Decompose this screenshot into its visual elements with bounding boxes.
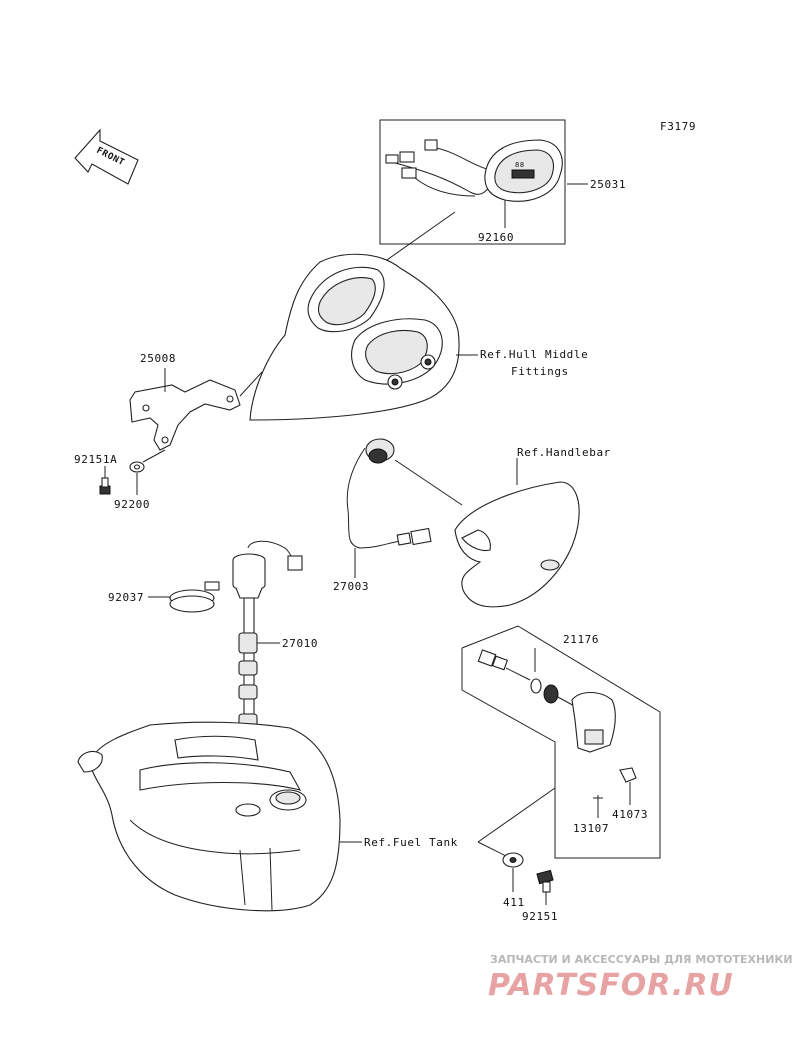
meter-assembly-drawing: 88	[379, 119, 566, 245]
label-92200: 92200	[114, 498, 150, 511]
label-25008: 25008	[140, 352, 176, 365]
fuel-tank-drawing	[77, 721, 341, 912]
washer-411-icon	[502, 852, 524, 868]
label-27003: 27003	[333, 580, 369, 593]
label-27010: 27010	[282, 637, 318, 650]
label-92037: 92037	[108, 591, 144, 604]
bolt-92151a-icon	[99, 477, 111, 495]
figure-code: F3179	[660, 120, 696, 133]
label-25031: 25031	[590, 178, 626, 191]
handlebar-cover-drawing	[454, 481, 580, 608]
leader-21176-to-tank	[477, 787, 556, 843]
bracket-25008-drawing	[129, 379, 241, 451]
svg-text:88: 88	[515, 161, 525, 169]
fuel-sender-27010-drawing	[232, 540, 303, 727]
label-92151: 92151	[522, 910, 558, 923]
switch-27003-drawing	[346, 438, 432, 549]
leader-21176-to-washer	[477, 841, 511, 859]
label-ref-hull-2: Fittings	[511, 365, 569, 378]
hull-middle-fittings-drawing	[249, 253, 460, 421]
leader-27003-to-handlebar	[394, 459, 463, 506]
label-ref-fuel-tank: Ref.Fuel Tank	[364, 836, 458, 849]
label-13107: 13107	[573, 822, 609, 835]
front-arrow-icon: FRONT	[74, 128, 139, 185]
washer-92200-icon	[129, 461, 145, 473]
watermark-brand: PARTSFOR.RU	[488, 968, 734, 1003]
label-411: 411	[503, 896, 525, 909]
label-ref-hull-1: Ref.Hull Middle	[480, 348, 588, 361]
label-ref-handlebar: Ref.Handlebar	[517, 446, 611, 459]
bolt-92151-icon	[536, 869, 554, 893]
clamp-92037-drawing	[169, 581, 220, 613]
label-41073: 41073	[612, 808, 648, 821]
leader-bracket-to-hull	[239, 371, 263, 397]
label-92151a: 92151A	[74, 453, 117, 466]
label-21176: 21176	[563, 633, 599, 646]
leader-bracket-to-washer	[142, 449, 166, 463]
watermark-tagline: ЗАПЧАСТИ И АКСЕССУАРЫ ДЛЯ МОТОТЕХНИКИ	[490, 953, 793, 966]
switch-assembly-21176-drawing	[461, 625, 661, 859]
label-92160: 92160	[478, 231, 514, 244]
